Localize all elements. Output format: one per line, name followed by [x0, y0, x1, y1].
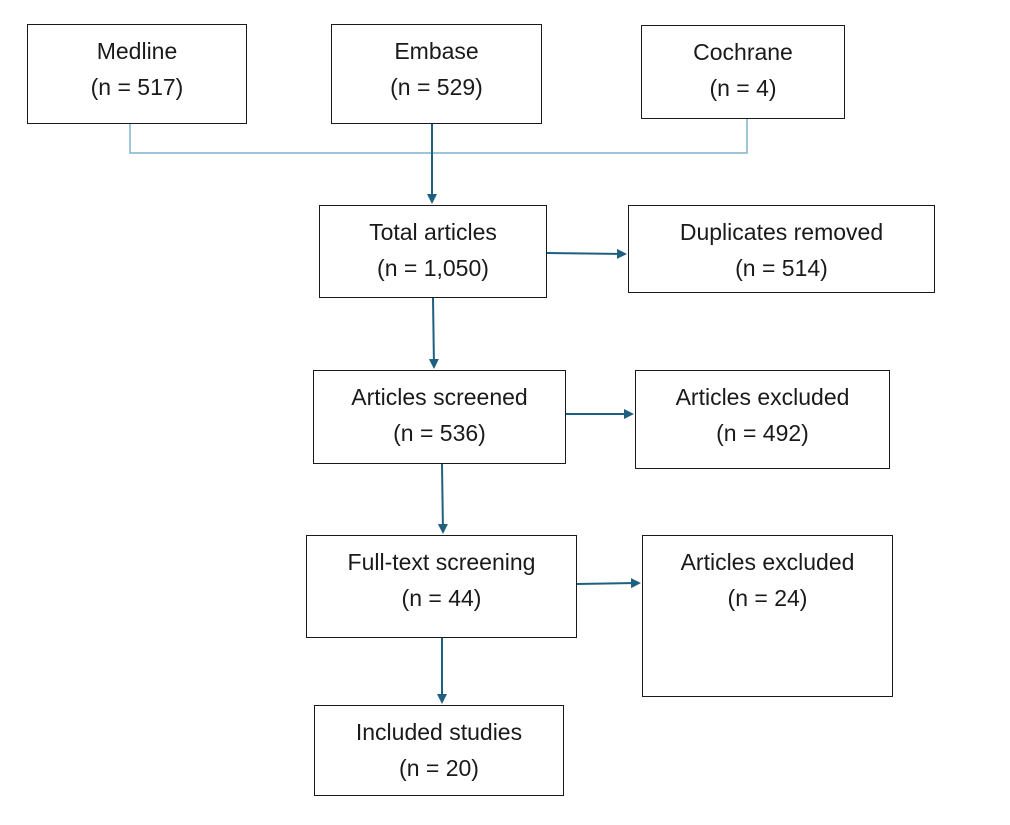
- node-cochrane: Cochrane (n = 4): [641, 25, 845, 119]
- arrow-total-to-duplicates: [546, 248, 627, 259]
- node-embase-label: Embase: [394, 38, 479, 64]
- node-articles-screened: Articles screened (n = 536): [313, 370, 566, 464]
- node-included-studies-label: Included studies: [355, 719, 523, 745]
- node-total-articles-label: Total articles: [369, 219, 497, 245]
- node-articles-screened-label: Articles screened: [351, 384, 528, 410]
- node-total-articles-count: (n = 1,050): [377, 255, 489, 281]
- node-included-studies-count: (n = 20): [399, 755, 479, 781]
- node-full-text-screening-label: Full-text screening: [347, 549, 536, 575]
- node-embase: Embase (n = 529): [331, 24, 542, 124]
- node-duplicates-removed: Duplicates removed (n = 514): [628, 205, 935, 293]
- node-medline-label: Medline: [96, 38, 178, 64]
- node-medline: Medline (n = 517): [27, 24, 247, 124]
- arrow-fulltext-to-excluded: [576, 578, 641, 589]
- node-included-studies: Included studies (n = 20): [314, 705, 564, 796]
- node-articles-screened-count: (n = 536): [393, 420, 486, 446]
- node-duplicates-removed-label: Duplicates removed: [679, 219, 884, 245]
- node-articles-excluded-screening-count: (n = 492): [716, 420, 809, 446]
- node-duplicates-removed-count: (n = 514): [735, 255, 828, 281]
- node-full-text-screening: Full-text screening (n = 44): [306, 535, 577, 638]
- node-embase-count: (n = 529): [390, 74, 483, 100]
- node-medline-count: (n = 517): [90, 74, 184, 100]
- arrow-screened-to-fulltext: [437, 463, 448, 534]
- node-total-articles: Total articles (n = 1,050): [319, 205, 547, 298]
- node-articles-excluded-screening-label: Articles excluded: [675, 384, 850, 410]
- arrow-total-to-screened: [428, 297, 439, 369]
- node-cochrane-label: Cochrane: [693, 39, 793, 65]
- node-cochrane-count: (n = 4): [709, 75, 777, 101]
- node-articles-excluded-full-text-label: Articles excluded: [680, 549, 855, 575]
- node-full-text-screening-count: (n = 44): [401, 585, 482, 611]
- sources-bracket: [129, 119, 748, 154]
- node-articles-excluded-full-text-count: (n = 24): [727, 585, 808, 611]
- node-articles-excluded-screening: Articles excluded (n = 492): [635, 370, 890, 469]
- node-articles-excluded-full-text: Articles excluded (n = 24): [642, 535, 893, 697]
